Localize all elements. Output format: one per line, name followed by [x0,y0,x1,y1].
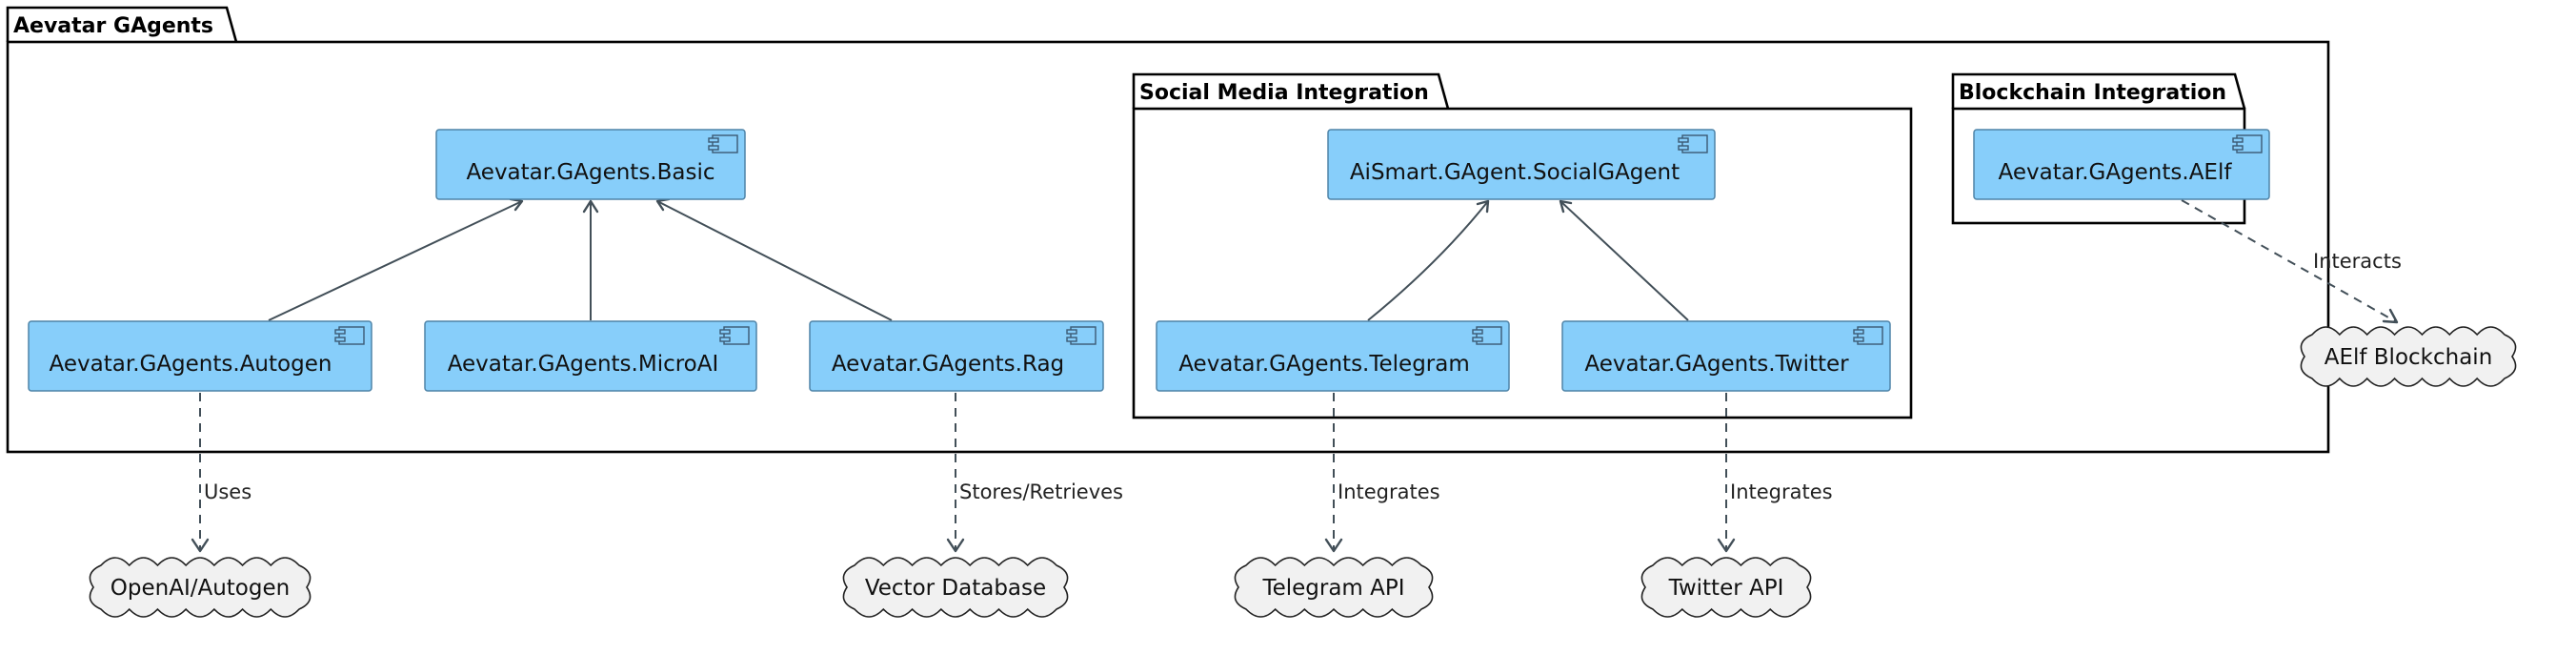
component-icon [1678,134,1708,153]
package-title-aevatar-gagents: Aevatar GAgents [13,14,213,38]
cloud-shape [89,557,312,618]
component-label-rag: Aevatar.GAgents.Rag [832,352,1064,377]
arrowhead-telegram-social [1476,199,1490,214]
package-title-blockchain: Blockchain Integration [1959,81,2226,105]
cloud-aelf-blockchain-label: AElf Blockchain [2324,345,2493,370]
component-twitter[interactable]: Aevatar.GAgents.Twitter [1561,320,1891,392]
package-title-social-media: Social Media Integration [1139,81,1429,105]
component-icon [1853,326,1883,345]
component-label-telegram: Aevatar.GAgents.Telegram [1178,352,1470,377]
cloud-shape [2300,326,2517,387]
component-label-microai: Aevatar.GAgents.MicroAI [448,352,719,377]
edge-label-stores-retrieves: Stores/Retrieves [959,480,1123,503]
component-label-aelf: Aevatar.GAgents.AElf [1999,160,2233,185]
cloud-twitter-api[interactable]: Twitter API [1640,557,1812,618]
component-icon [2232,134,2263,153]
edge-autogen-basic [268,200,523,321]
component-social-gagent[interactable]: AiSmart.GAgent.SocialGAgent [1327,129,1716,200]
component-rag[interactable]: Aevatar.GAgents.Rag [809,320,1104,392]
edge-rag-basic [656,200,893,321]
arrowhead-telegram-api [1324,538,1343,553]
component-label-autogen: Aevatar.GAgents.Autogen [50,352,332,377]
arrowhead-rag-vector [946,538,965,553]
edge-label-uses: Uses [204,480,252,503]
cloud-telegram-api-label: Telegram API [1261,576,1404,601]
component-icon [334,326,365,345]
component-telegram[interactable]: Aevatar.GAgents.Telegram [1156,320,1510,392]
cloud-shape [1640,557,1812,618]
component-autogen[interactable]: Aevatar.GAgents.Autogen [28,320,372,392]
cloud-shape [842,557,1069,618]
arrowhead-microai-basic [582,199,599,214]
edge-twitter-social [1560,200,1689,321]
edge-telegram-social [1367,200,1489,321]
cloud-vector-database[interactable]: Vector Database [842,557,1069,618]
edge-label-integrates-telegram: Integrates [1338,480,1440,503]
arrowhead-autogen-openai [191,538,210,553]
arrowhead-twitter-social [1559,199,1573,214]
arrowhead-aelf-chain [2382,308,2399,324]
cloud-shape [1234,557,1434,618]
arrowhead-twitter-api [1717,538,1736,553]
component-basic[interactable]: Aevatar.GAgents.Basic [435,129,746,200]
component-icon [708,134,738,153]
cloud-aelf-blockchain[interactable]: AElf Blockchain [2300,326,2517,387]
component-microai[interactable]: Aevatar.GAgents.MicroAI [424,320,757,392]
package-blockchain-integration: Blockchain Integration [1951,72,2246,225]
component-label-basic: Aevatar.GAgents.Basic [466,160,714,185]
edge-label-integrates-twitter: Integrates [1730,480,1833,503]
edges-dependency [191,199,2399,553]
component-icon [1066,326,1097,345]
cloud-telegram-api[interactable]: Telegram API [1234,557,1434,618]
package-social-media-integration: Social Media Integration [1132,72,1913,419]
edge-aelf-chain [2181,199,2398,323]
component-label-twitter: Aevatar.GAgents.Twitter [1584,352,1849,377]
cloud-openai-autogen[interactable]: OpenAI/Autogen [89,557,312,618]
component-aelf[interactable]: Aevatar.GAgents.AElf [1973,129,2270,200]
edges-inheritance [268,197,1689,321]
package-aevatar-gagents: Aevatar GAgents [6,6,2330,454]
component-icon [1472,326,1502,345]
cloud-vector-database-label: Vector Database [865,576,1046,601]
external-systems: OpenAI/Autogen Vector Database Telegram AP… [89,326,2517,618]
edge-label-interacts: Interacts [2313,250,2402,273]
cloud-openai-autogen-label: OpenAI/Autogen [111,576,290,601]
cloud-twitter-api-label: Twitter API [1668,576,1784,601]
component-icon [719,326,750,345]
component-label-social-gagent: AiSmart.GAgent.SocialGAgent [1350,160,1680,185]
